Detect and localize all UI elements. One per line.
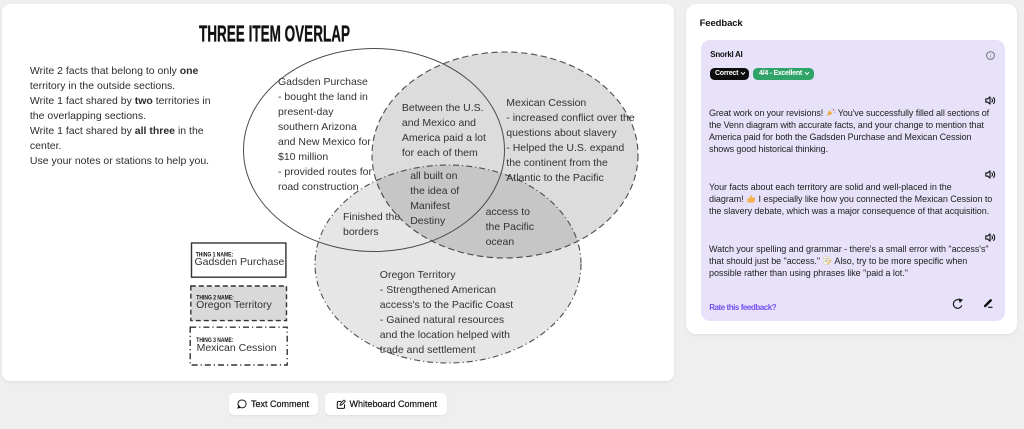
svg-text:THING 2 NAME:: THING 2 NAME:: [196, 294, 234, 301]
svg-text:THING 1 NAME:: THING 1 NAME:: [196, 251, 234, 258]
svg-text:THING 3 NAME:: THING 3 NAME:: [196, 337, 233, 344]
svg-text:THREE ITEM OVERLAP: THREE ITEM OVERLAP: [199, 20, 350, 46]
